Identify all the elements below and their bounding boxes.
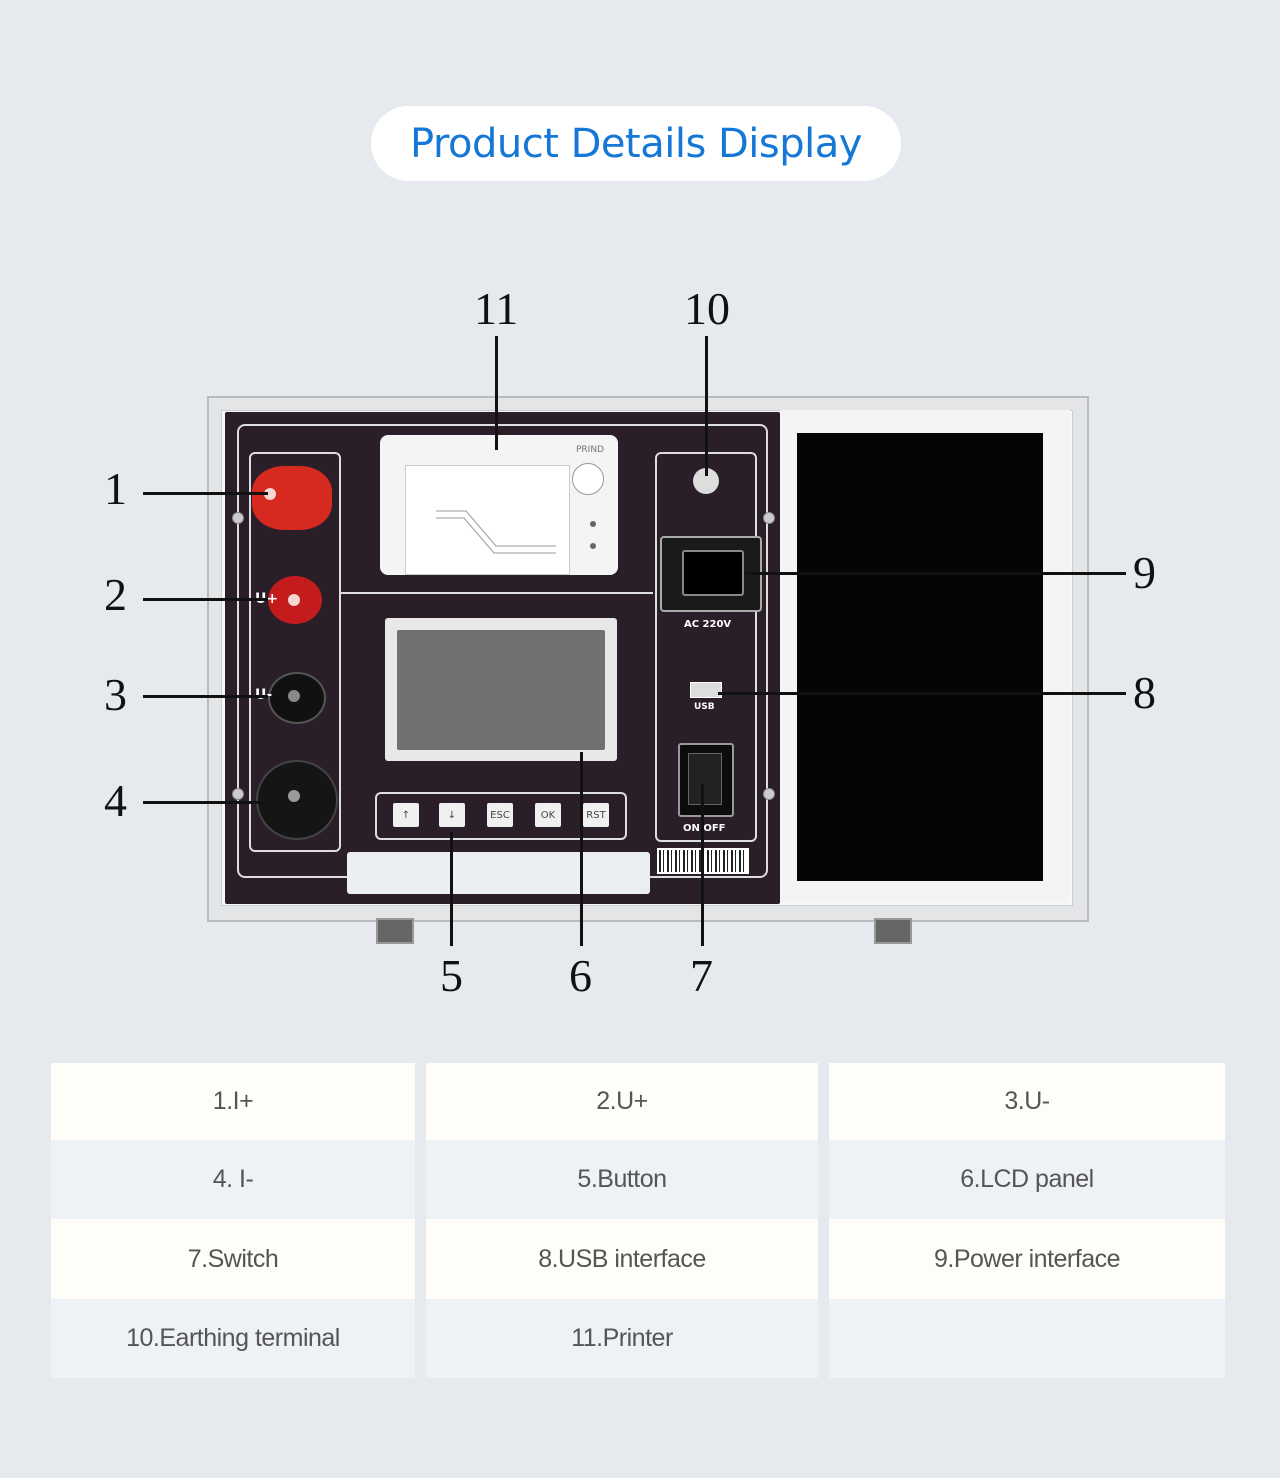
latch-icon (874, 918, 912, 944)
callout-11: 11 (474, 283, 519, 334)
leader-line-1 (143, 492, 268, 495)
printer-paper-door (405, 465, 570, 575)
callout-10: 10 (684, 283, 730, 334)
terminal-hole (288, 790, 300, 802)
terminal-i-minus[interactable] (256, 760, 338, 840)
panel-divider (339, 592, 653, 594)
table-cell: 11.Printer (426, 1299, 818, 1378)
terminal-box (249, 452, 341, 852)
screw-icon (763, 788, 775, 800)
label-plate (347, 852, 650, 894)
table-cell: 9.Power interface (829, 1219, 1225, 1299)
table-cell: 2.U+ (426, 1063, 818, 1140)
leader-line-10 (705, 336, 708, 476)
callout-3: 3 (104, 669, 127, 720)
leader-line-9 (745, 572, 1126, 575)
switch-rocker (688, 753, 722, 805)
callout-4: 4 (104, 775, 127, 826)
lcd-panel (385, 618, 617, 761)
leader-line-5 (450, 832, 453, 946)
usb-port[interactable] (690, 682, 722, 698)
switch-label: ON OFF (683, 823, 726, 834)
key-up-button[interactable]: ↑ (393, 803, 419, 827)
page-title: Product Details Display (410, 120, 862, 167)
leader-line-7 (701, 784, 704, 946)
lid-foam (797, 433, 1043, 881)
lcd-screen (397, 630, 605, 750)
printer-door-icon (436, 510, 556, 554)
terminal-i-plus[interactable] (252, 466, 332, 530)
printer: PRIND (380, 435, 618, 575)
power-switch[interactable] (678, 743, 734, 817)
terminal-hole (288, 594, 300, 606)
key-ok-button[interactable]: OK (535, 803, 561, 827)
screw-icon (763, 512, 775, 524)
key-down-button[interactable]: ↓ (439, 803, 465, 827)
table-cell: 8.USB interface (426, 1219, 818, 1299)
keypad: ↑ ↓ ESC OK RST (375, 792, 627, 840)
terminal-u-plus[interactable] (268, 576, 322, 624)
printer-label: PRIND (576, 445, 604, 455)
table-cell: 5.Button (426, 1140, 818, 1219)
table-cell: 7.Switch (51, 1219, 415, 1299)
title-pill: Product Details Display (371, 106, 901, 181)
table-cell: 6.LCD panel (829, 1140, 1225, 1219)
leader-line-3 (143, 695, 268, 698)
parts-table: 1.I+ 2.U+ 3.U- 4. I- 5.Button 6.LCD pane… (51, 1063, 1225, 1378)
terminal-u-minus[interactable] (268, 672, 326, 724)
printer-led-icon (590, 543, 596, 549)
leader-line-4 (143, 801, 268, 804)
table-cell: 4. I- (51, 1140, 415, 1219)
printer-led-icon (590, 521, 596, 527)
callout-8: 8 (1133, 667, 1156, 718)
latch-icon (376, 918, 414, 944)
callout-1: 1 (104, 463, 127, 514)
callout-7: 7 (690, 950, 713, 1001)
screw-icon (232, 788, 244, 800)
table-cell (829, 1299, 1225, 1378)
screw-icon (232, 512, 244, 524)
callout-9: 9 (1133, 547, 1156, 598)
key-rst-button[interactable]: RST (583, 803, 609, 827)
key-esc-button[interactable]: ESC (487, 803, 513, 827)
leader-line-6 (580, 752, 583, 946)
terminal-hole (288, 690, 300, 702)
usb-label: USB (694, 702, 715, 712)
leader-line-11 (495, 336, 498, 450)
power-label: AC 220V (684, 619, 732, 630)
callout-5: 5 (440, 950, 463, 1001)
power-socket-inner (682, 550, 744, 596)
table-cell: 1.I+ (51, 1063, 415, 1140)
leader-line-8 (718, 692, 1126, 695)
table-cell: 3.U- (829, 1063, 1225, 1140)
table-cell: 10.Earthing terminal (51, 1299, 415, 1378)
leader-line-2 (143, 598, 268, 601)
callout-6: 6 (569, 950, 592, 1001)
print-button[interactable] (572, 463, 604, 495)
terminal-hole (264, 488, 276, 500)
device-lid (780, 410, 1070, 902)
callout-2: 2 (104, 569, 127, 620)
